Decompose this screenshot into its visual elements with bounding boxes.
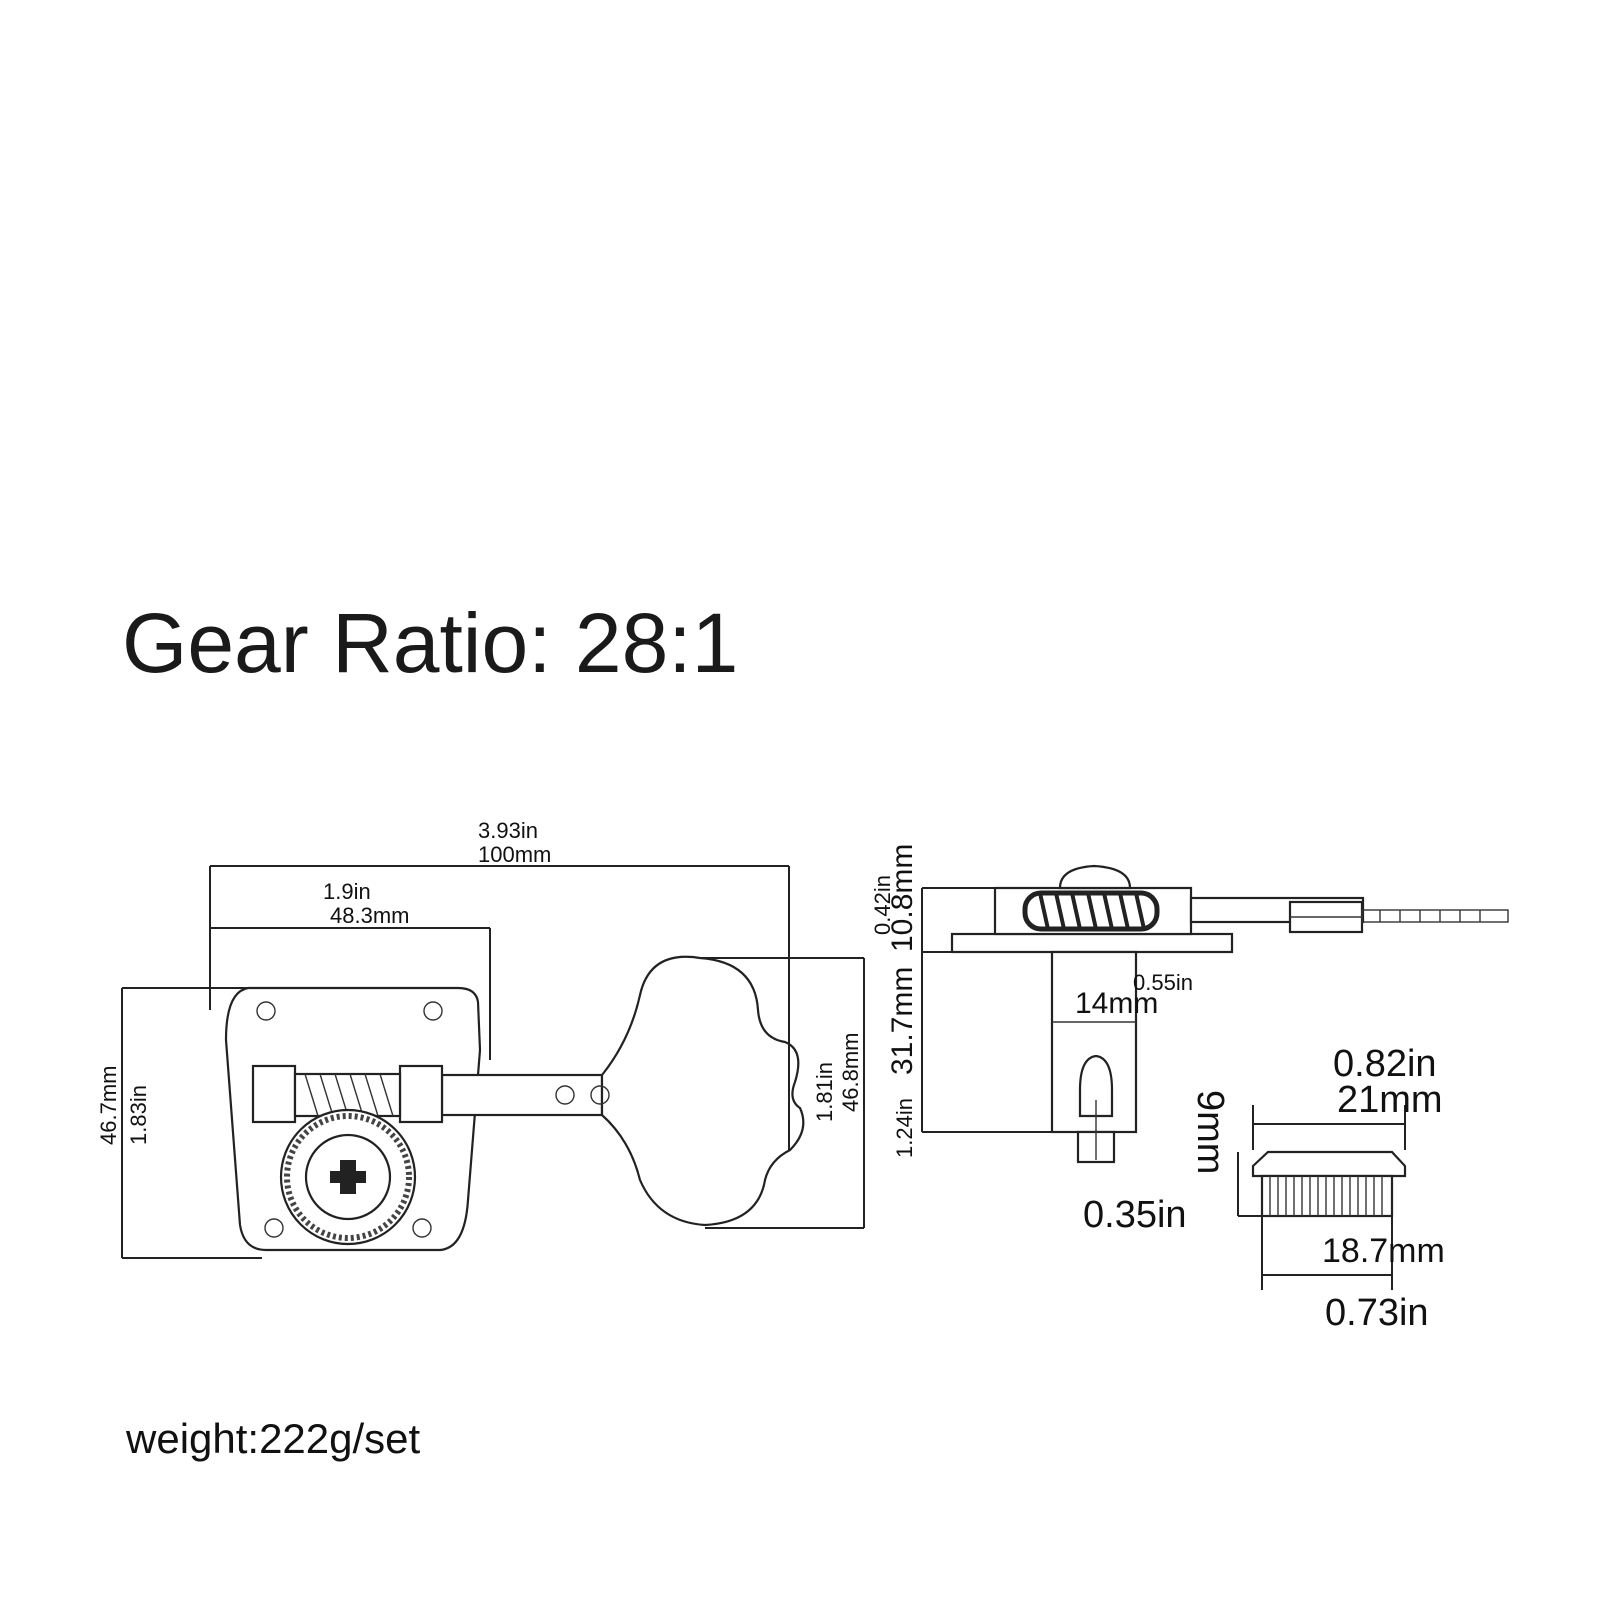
weight-label: weight:222g/set — [126, 1415, 421, 1462]
front-view: 3.93in 100mm 1.9in 48.3mm 46.7mm 1.83in … — [96, 818, 865, 1259]
dim-overall-length-in: 3.93in — [478, 818, 538, 843]
gear-ratio-title: Gear Ratio: 28:1 — [122, 596, 739, 690]
bushing-knurl — [1269, 1176, 1383, 1216]
dim-bushing-top-mm: 21mm — [1337, 1079, 1443, 1121]
worm-bearing-left — [251, 1064, 297, 1124]
dim-bushing-height-in: 0.35in — [1083, 1194, 1187, 1236]
dim-post-offset-mm: 48.3mm — [330, 903, 409, 928]
side-dome — [1058, 864, 1132, 890]
gear-teeth — [284, 1113, 412, 1241]
side-view: 0.42in 10.8mm 1.24in 31.7mm 0.55in 14mm — [870, 844, 1509, 1164]
side-base-plate — [950, 932, 1234, 954]
side-key-blade — [1361, 909, 1509, 923]
side-blade-hatch — [1379, 910, 1481, 922]
dim-post-offset-in: 1.9in — [323, 879, 371, 904]
bushing-body — [1260, 1174, 1394, 1218]
worm-bearing-right — [398, 1064, 444, 1124]
dim-bushing-top-in: 0.82in — [1333, 1043, 1437, 1085]
key-rivet — [555, 1085, 575, 1105]
screw-hole — [412, 1218, 432, 1238]
screw-hole — [256, 1001, 276, 1021]
tuning-key — [600, 955, 805, 1227]
dim-gear-thickness-in: 0.42in — [870, 875, 895, 935]
dim-bushing-base-mm: 18.7mm — [1322, 1232, 1445, 1270]
bushing-view: 0.82in 21mm 9mm 0.35in 18.7mm 0.73in — [1083, 1043, 1445, 1334]
dim-plate-height-mm: 46.7mm — [96, 1066, 121, 1145]
dim-plate-height-in: 1.83in — [126, 1085, 151, 1145]
side-coil-lines — [1038, 892, 1146, 930]
dim-bushing-height-mm: 9mm — [1189, 1090, 1231, 1174]
screw-hole — [264, 1218, 284, 1238]
dim-key-height-in: 1.81in — [812, 1062, 837, 1122]
bushing-flange — [1251, 1150, 1407, 1178]
cross-screw-icon — [330, 1160, 366, 1194]
screw-hole — [423, 1001, 443, 1021]
dim-gear-thickness-mm: 10.8mm — [886, 844, 919, 952]
dim-overall-length-mm: 100mm — [478, 842, 551, 867]
dim-key-height-mm: 46.8mm — [838, 1033, 863, 1112]
dim-post-height-mm: 31.7mm — [886, 967, 919, 1075]
dim-post-diameter-in: 0.55in — [1133, 970, 1193, 995]
dim-bushing-base-in: 0.73in — [1325, 1292, 1429, 1334]
dim-post-height-in: 1.24in — [892, 1098, 917, 1158]
key-rivet — [590, 1085, 610, 1105]
side-string-slot — [1078, 1054, 1114, 1118]
dim-post-diameter-mm: 14mm — [1075, 987, 1158, 1020]
key-shaft — [440, 1073, 604, 1117]
